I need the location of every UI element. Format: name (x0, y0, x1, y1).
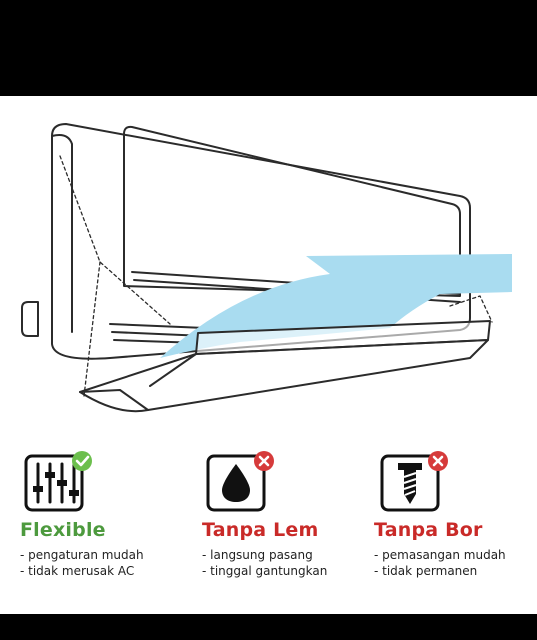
ac-unit-body (51, 123, 471, 360)
deflector-front (79, 339, 489, 413)
feature-title: Tanpa Bor (374, 519, 483, 541)
ac-deflector-illustration (21, 123, 512, 413)
cross-badge-icon (428, 451, 448, 471)
feature-list: - pengaturan mudah - tidak merusak AC (20, 547, 144, 579)
feature-title: Tanpa Lem (202, 519, 319, 541)
feature-flexible: Flexible - pengaturan mudah - tidak meru… (18, 436, 188, 606)
drill-bit-icon (378, 450, 448, 512)
feature-list: - langsung pasang - tinggal gantungkan (202, 547, 327, 579)
list-item: - tinggal gantungkan (202, 564, 328, 578)
check-badge-icon (72, 451, 92, 471)
list-item: - pengaturan mudah (20, 548, 144, 562)
cross-badge-icon (254, 451, 274, 471)
product-infographic: Flexible - pengaturan mudah - tidak meru… (0, 96, 537, 614)
sliders-icon (22, 450, 92, 512)
glue-drop-icon (204, 450, 274, 512)
feature-tanpa-lem: Tanpa Lem - langsung pasang - tinggal ga… (200, 436, 370, 606)
feature-tanpa-bor: Tanpa Bor - pemasangan mudah - tidak per… (372, 436, 537, 606)
list-item: - tidak merusak AC (20, 564, 135, 578)
feature-list: - pemasangan mudah - tidak permanen (374, 547, 506, 579)
ac-front-panel (123, 125, 461, 297)
list-item: - pemasangan mudah (374, 548, 506, 562)
feature-title: Flexible (20, 519, 106, 541)
list-item: - langsung pasang (202, 548, 313, 562)
list-item: - tidak permanen (374, 564, 478, 578)
